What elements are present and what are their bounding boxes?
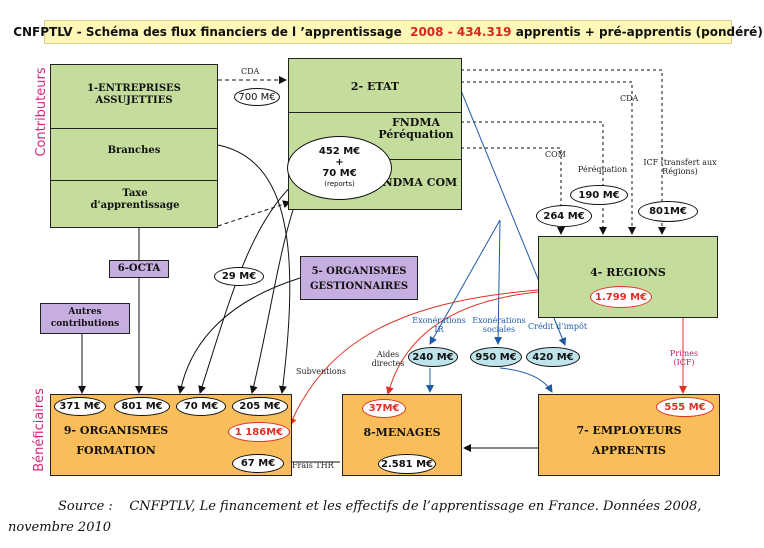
of-1186-oval: 1 186M€ [228,422,290,442]
perequation-190-oval: 190 M€ [570,185,628,205]
ir-240-oval: 240 M€ [408,347,458,367]
aides-directes-label: Aides directes [371,350,405,368]
gestionnaires-29-oval: 29 M€ [214,267,264,286]
fndma-amount-oval: 452 M€ + 70 M€ (reports) [287,136,392,200]
octa-label: 6-OCTA [117,263,161,274]
etat-title: 2- ETAT [350,80,400,93]
regions-title: 4- REGIONS [590,266,666,279]
organismes-gestionnaires-label: 5- ORGANISMES GESTIONNAIRES [309,266,409,292]
fndma-plus: + [335,157,344,168]
primes-label: Primes (ICF) [669,349,699,367]
cda-right-label: CDA [620,94,639,103]
source-caption: Source : CNFPTLV, Le financement et les … [8,496,758,538]
sociales-950-oval: 950 M€ [470,347,522,367]
frais-thr-label: Frais THR [292,461,334,470]
subventions-label: Subventions [296,367,347,376]
of-205-oval: 205 M€ [232,397,288,416]
exo-ir-label: Exonérations IR [412,316,466,334]
fndma-com-label: FNDMA COM [374,176,458,189]
fndma-452: 452 M€ [318,146,361,157]
autres-contributions-box: Autres contributions [40,303,130,334]
com-264-oval: 264 M€ [536,205,592,227]
organismes-gestionnaires-box: 5- ORGANISMES GESTIONNAIRES [300,256,418,300]
fndma-perequation-label: FNDMA Péréquation [378,116,454,141]
perequation-label: Péréquation [578,165,628,174]
menages-2581-oval: 2.581 M€ [378,454,436,474]
entreprises-box: 1-ENTREPRISES ASSUJETTIES Branches Taxe … [50,64,218,228]
fndma-reports: (reports) [324,180,355,188]
cda-700-oval: 700 M€ [234,88,280,106]
of-67-oval: 67 M€ [232,454,284,473]
credit-420-oval: 420 M€ [526,347,580,367]
diagram-title: CNFPTLV - Schéma des flux financiers de … [13,20,763,44]
icf-801-oval: 801M€ [638,201,698,222]
regions-1799-oval: 1.799 M€ [590,286,652,308]
title-prefix: CNFPTLV - Schéma des flux financiers de … [13,25,402,39]
employeurs-555-oval: 555 M€ [656,397,714,417]
exo-sociales-label: Exonérations sociales [472,316,526,334]
title-apprentis-count: - 434.319 [447,25,512,39]
icf-transfert-label: ICF (transfert aux Régions) [643,158,717,176]
organismes-formation-title: 9- ORGANISMES [63,424,169,437]
entreprises-title: 1-ENTREPRISES ASSUJETTIES [87,83,181,106]
menages-title: 8-MENAGES [363,426,441,439]
of-70-oval: 70 M€ [176,397,226,416]
branches-label: Branches [107,145,161,156]
title-suffix: apprentis + pré-apprentis (pondéré) [515,25,763,39]
of-371-oval: 371 M€ [54,397,106,416]
employeurs-title: 7- EMPLOYEURS [576,424,682,437]
octa-box: 6-OCTA [109,260,169,278]
com-label: COM [545,150,566,159]
credit-impot-label: Crédit d’impôt [528,322,588,331]
of-801-oval: 801 M€ [114,397,170,416]
source-label: Source : [58,499,113,514]
autres-contributions-label: Autres contributions [50,307,120,329]
title-year: 2008 [410,25,444,39]
cda-top-label: CDA [241,67,260,76]
fndma-70: 70 M€ [322,168,357,179]
organismes-formation-sub: FORMATION [76,444,156,457]
source-text: CNFPTLV, Le financement et les effectifs… [8,499,702,535]
employeurs-sub: APPRENTIS [592,444,666,457]
menages-37-oval: 37M€ [362,399,406,418]
taxe-label: Taxe d'apprentissage [90,188,180,211]
